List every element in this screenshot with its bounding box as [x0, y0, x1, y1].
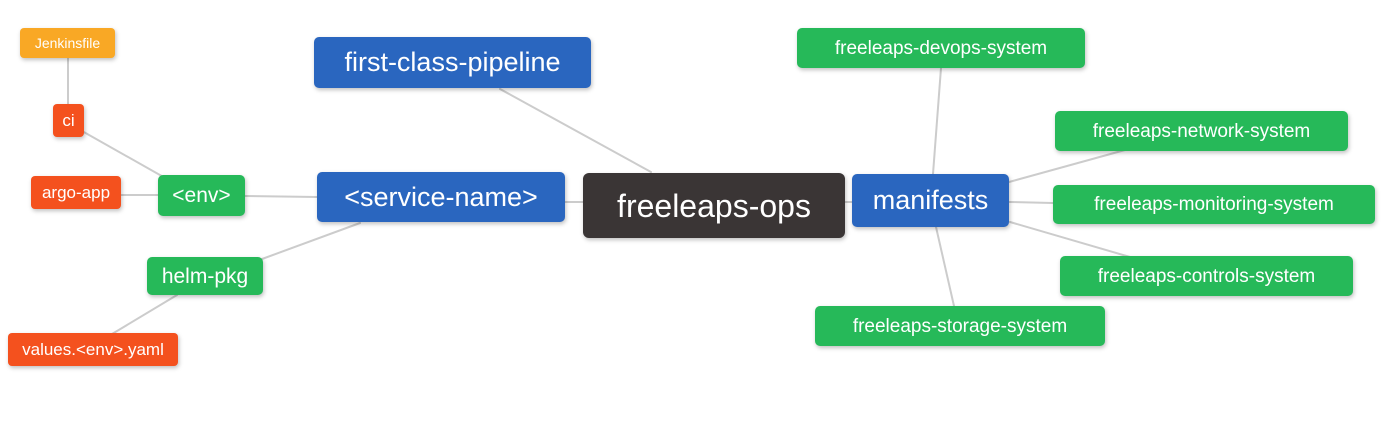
- edge-ci-env: [81, 130, 168, 180]
- edge-first-class-pipeline-freeleaps-ops: [499, 88, 652, 173]
- edge-env-service-name: [244, 195, 318, 198]
- edge-manifests-network-system: [1008, 149, 1126, 183]
- node-jenkinsfile[interactable]: Jenkinsfile: [20, 28, 115, 58]
- node-freeleaps-controls-system[interactable]: freeleaps-controls-system: [1060, 256, 1353, 296]
- node-argo-app[interactable]: argo-app: [31, 176, 121, 209]
- node-freeleaps-storage-system[interactable]: freeleaps-storage-system: [815, 306, 1105, 346]
- node-freeleaps-monitoring-system[interactable]: freeleaps-monitoring-system: [1053, 185, 1375, 224]
- node-service-name[interactable]: <service-name>: [317, 172, 565, 222]
- node-ci[interactable]: ci: [53, 104, 84, 137]
- edge-values-env-yaml-helm-pkg: [111, 294, 178, 335]
- node-helm-pkg[interactable]: helm-pkg: [147, 257, 263, 295]
- node-first-class-pipeline[interactable]: first-class-pipeline: [314, 37, 591, 88]
- node-freeleaps-ops[interactable]: freeleaps-ops: [583, 173, 845, 238]
- node-values-env-yaml[interactable]: values.<env>.yaml: [8, 333, 178, 366]
- node-freeleaps-network-system[interactable]: freeleaps-network-system: [1055, 111, 1348, 151]
- edge-helm-pkg-service-name: [261, 222, 361, 260]
- node-env[interactable]: <env>: [158, 175, 245, 216]
- edge-manifests-storage-system: [935, 226, 955, 307]
- edge-manifests-controls-system: [1009, 221, 1131, 258]
- edge-manifests-monitoring-system: [1008, 201, 1054, 204]
- node-freeleaps-devops-system[interactable]: freeleaps-devops-system: [797, 28, 1085, 68]
- node-manifests[interactable]: manifests: [852, 174, 1009, 227]
- edge-manifests-devops-system: [932, 67, 942, 175]
